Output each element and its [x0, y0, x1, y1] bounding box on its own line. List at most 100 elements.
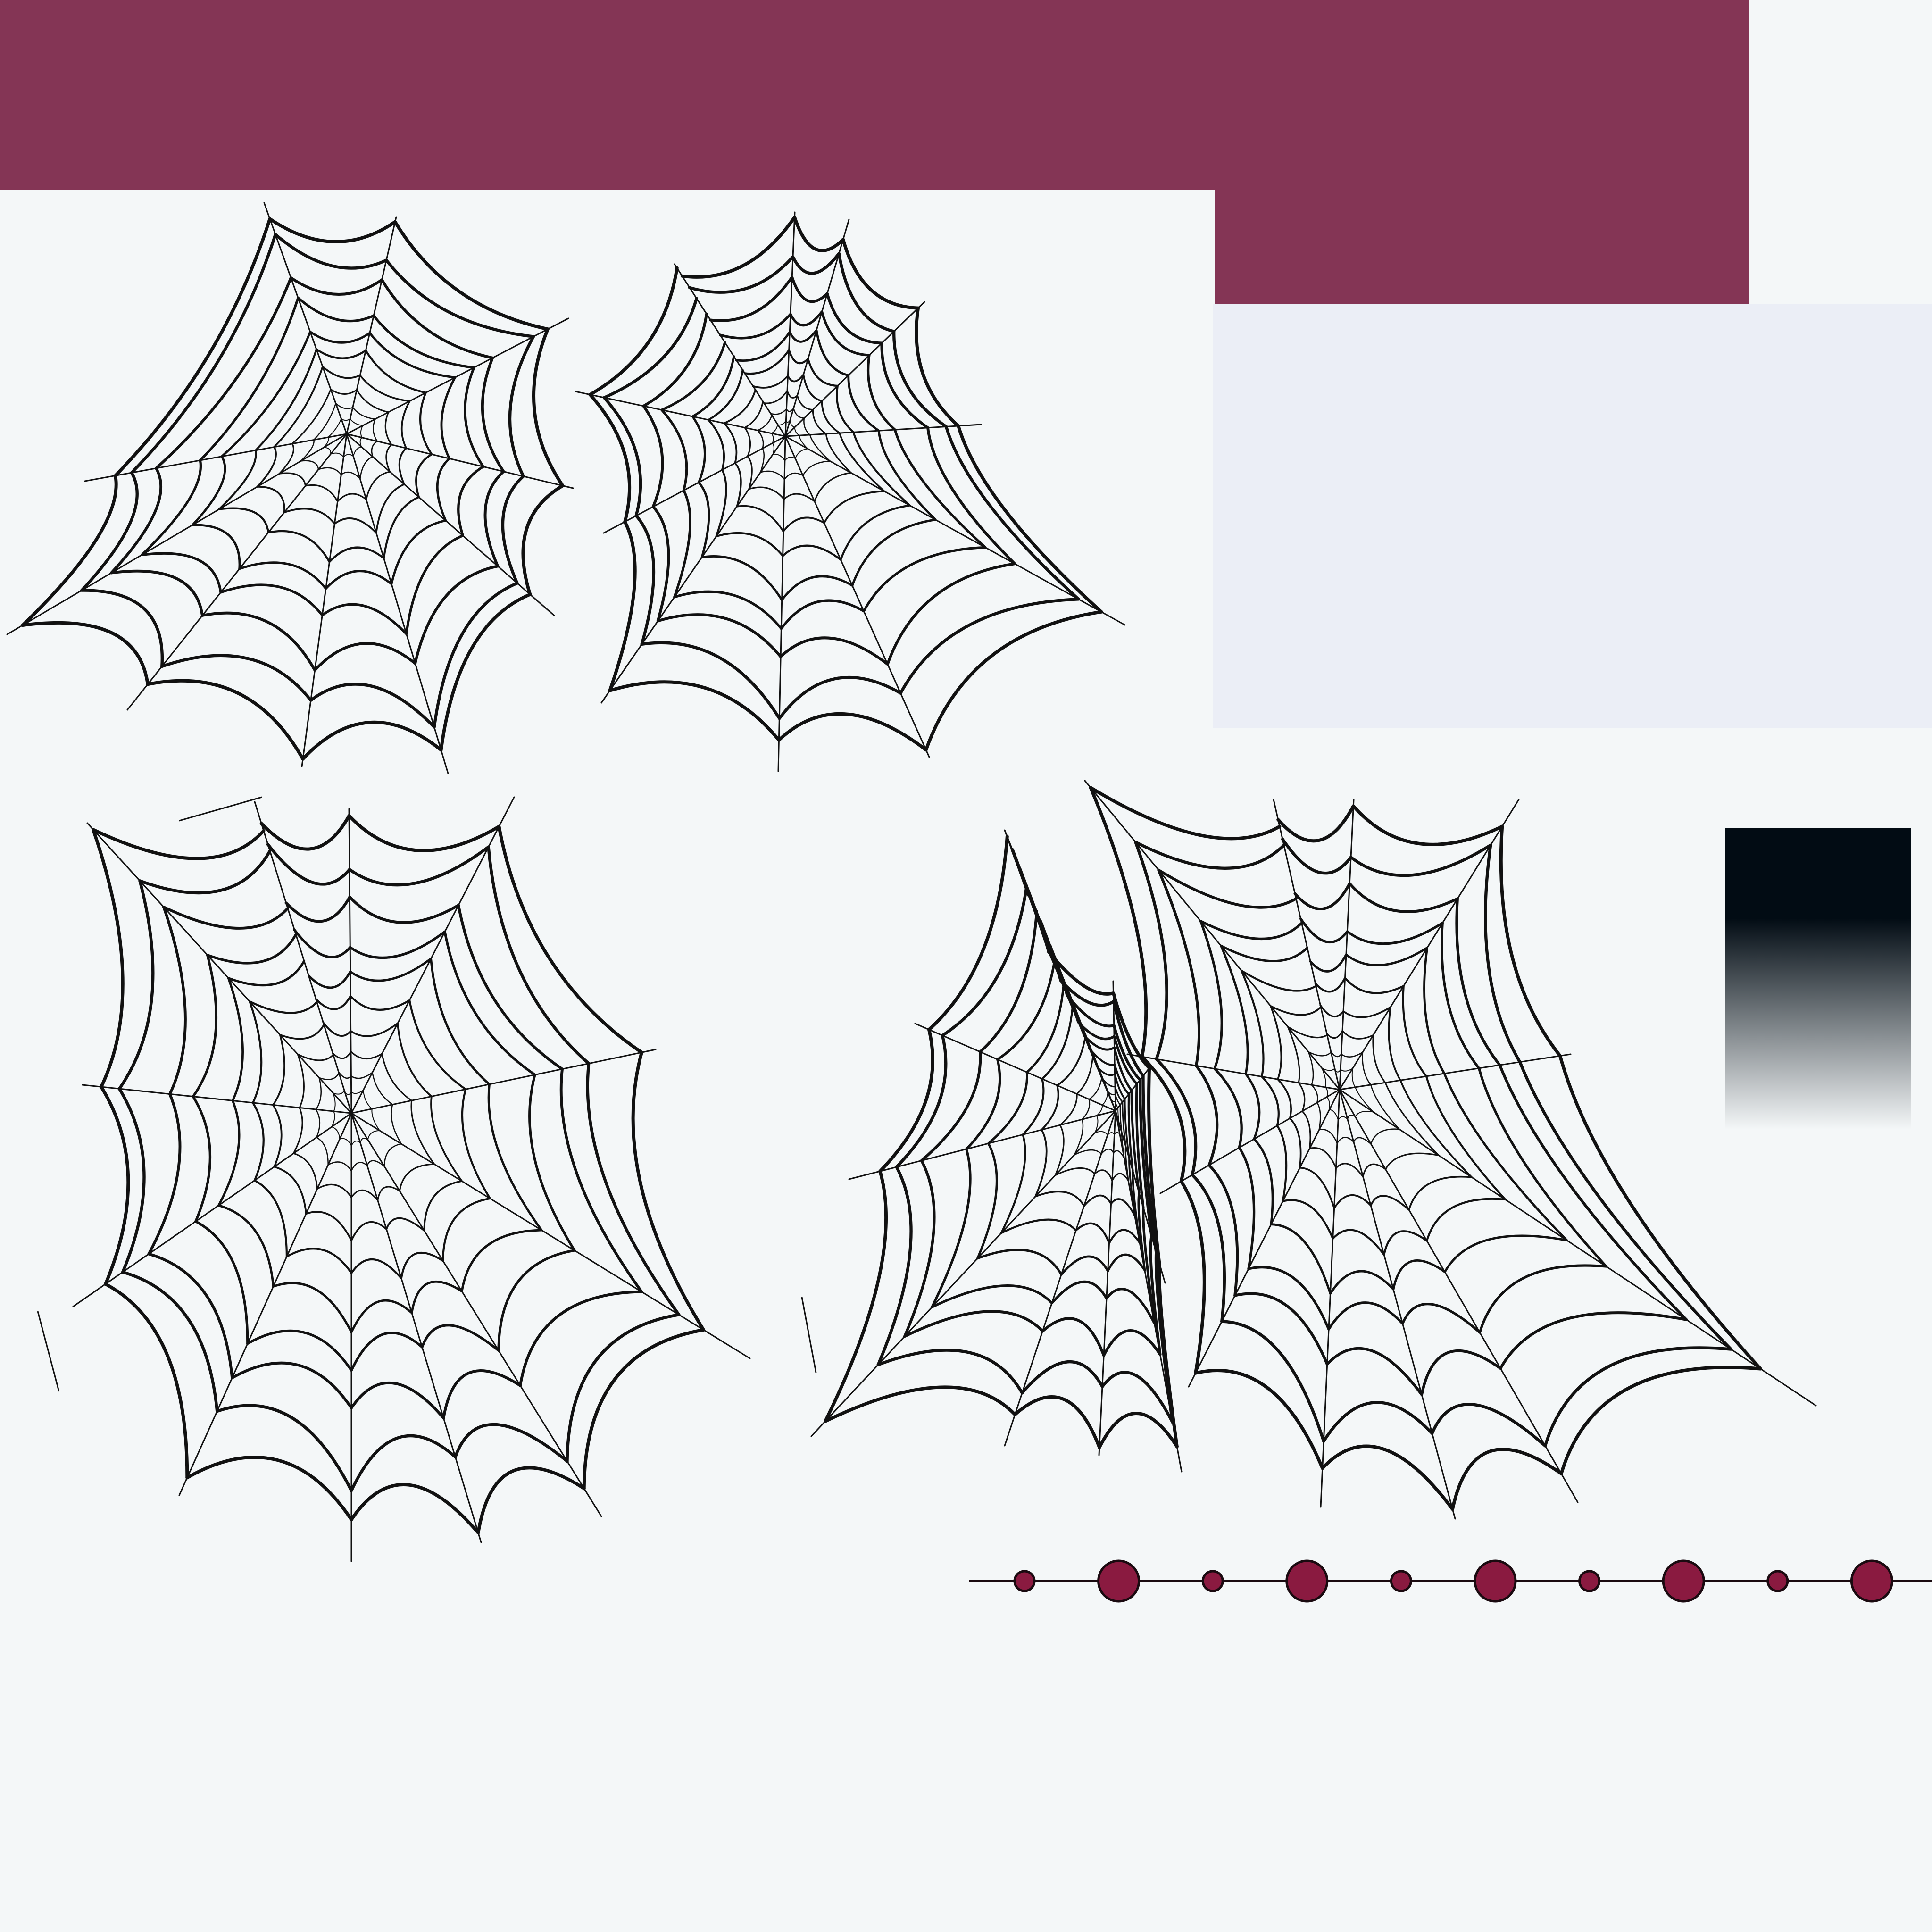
- web-5-spiral-segment: [1157, 868, 1200, 1067]
- web-1-spiral-segment: [415, 453, 433, 498]
- web-2-spiral-segment: [700, 555, 783, 601]
- web-3-spiral-segment: [350, 1090, 364, 1094]
- web-5-spiral-segment: [1499, 824, 1562, 1058]
- bead-small: [1578, 1570, 1601, 1592]
- web-2-spiral-segment: [772, 453, 785, 461]
- web-4-spiral-segment: [1059, 1093, 1078, 1126]
- web-3-spiral-segment: [372, 1072, 393, 1105]
- web-1-spiral-segment: [130, 233, 277, 475]
- web-5-spiral-segment: [1355, 1086, 1374, 1113]
- web-3-spiral-segment: [249, 1000, 318, 1014]
- web-2-spiral-segment: [608, 520, 637, 692]
- web-3-spiral-segment: [305, 1211, 352, 1241]
- web-2-spiral-segment: [789, 310, 824, 327]
- web-1-spiral-segment: [256, 446, 277, 488]
- web-2-spiral-segment: [642, 312, 708, 408]
- web-1-spiral-segment: [301, 720, 443, 761]
- web-1-spiral-segment: [359, 456, 374, 480]
- web-4-spiral-segment: [1047, 950, 1115, 996]
- web-4-spiral-segment: [1096, 1066, 1116, 1076]
- web-4-spiral-segment: [978, 910, 1038, 1053]
- web-3-spiral-segment: [322, 1021, 352, 1037]
- bead-large: [1662, 1559, 1705, 1603]
- web-5-radial-11: [1126, 1053, 1341, 1091]
- web-1-spiral-segment: [356, 389, 389, 413]
- web-3-spiral-segment: [350, 1381, 445, 1420]
- web-4-spiral-segment: [1025, 979, 1066, 1074]
- web-1-spiral-segment: [300, 439, 315, 462]
- web-2-spiral-segment: [735, 331, 791, 362]
- web-3-spiral-segment: [292, 1107, 303, 1154]
- web-4-spiral-segment: [1076, 1053, 1094, 1095]
- web-3-spiral-segment: [421, 1324, 500, 1352]
- web-1-radial-10: [84, 433, 348, 482]
- web-4-spiral-segment: [1041, 1001, 1074, 1080]
- web-2-spiral-segment: [707, 419, 725, 471]
- web-5-spiral-segment: [1298, 1082, 1306, 1112]
- web-4-spiral-segment: [1013, 1395, 1101, 1449]
- web-1-spiral-segment: [289, 276, 383, 296]
- web-5-spiral-segment: [1478, 1264, 1607, 1334]
- web-1-spiral-segment: [393, 220, 550, 331]
- web-3-spiral-segment: [454, 1423, 569, 1463]
- stray-thread-2: [37, 1311, 60, 1392]
- web-4-spiral-segment: [920, 1050, 982, 1162]
- web-4-spiral-segment: [1113, 1035, 1138, 1085]
- web-2-spiral-segment: [791, 275, 829, 303]
- web-1-radial-9: [6, 433, 348, 635]
- web-3-spiral-segment: [497, 1249, 576, 1352]
- web-1-radial-5: [346, 433, 555, 616]
- web-2-spiral-segment: [866, 354, 896, 431]
- web-4-spiral-segment: [1083, 1194, 1112, 1207]
- web-3-spiral-segment: [442, 1197, 491, 1262]
- web-4-spiral-segment: [824, 1385, 1017, 1423]
- web-3-spiral-segment: [333, 1092, 336, 1112]
- web-1-spiral-segment: [439, 592, 532, 752]
- web-5-spiral-segment: [1384, 1152, 1440, 1170]
- web-3-spiral-segment: [400, 1251, 444, 1280]
- web-5-spiral-segment: [1334, 1069, 1341, 1073]
- web-5-spiral-segment: [1089, 786, 1148, 1058]
- web-5-spiral-segment: [1332, 1229, 1385, 1256]
- web-5-spiral-segment: [1299, 1166, 1335, 1209]
- web-3-spiral-segment: [351, 1141, 361, 1147]
- web-1-spiral-segment: [278, 472, 307, 487]
- web-1-spiral-segment: [341, 471, 361, 480]
- web-4-spiral-segment: [1110, 1198, 1136, 1217]
- web-3-spiral-segment: [461, 1088, 491, 1199]
- web-2-spiral-segment: [602, 396, 642, 517]
- web-5-spiral-segment: [1558, 1054, 1762, 1371]
- web-3-spiral-segment: [315, 995, 352, 1010]
- web-4-spiral-segment: [903, 1159, 936, 1338]
- web-3-spiral-segment: [206, 933, 297, 965]
- web-2-spiral-segment: [893, 428, 987, 549]
- web-4-spiral-segment: [1100, 1149, 1114, 1155]
- web-3-spiral-segment: [631, 1050, 706, 1332]
- web-2-spiral-segment: [777, 712, 928, 752]
- web-4-spiral-segment: [1101, 1077, 1116, 1088]
- web-2-spiral-segment: [656, 613, 783, 658]
- web-2-spiral-segment: [807, 358, 839, 387]
- web-2-spiral-segment: [744, 400, 764, 429]
- web-3-spiral-segment: [559, 1067, 643, 1293]
- web-1-spiral-segment: [521, 484, 565, 596]
- web-2-radial-4: [784, 301, 925, 437]
- web-1-spiral-segment: [267, 530, 331, 563]
- web-5-spiral-segment: [1484, 843, 1522, 1064]
- web-1-spiral-segment: [256, 486, 285, 514]
- web-1-spiral-segment: [350, 418, 364, 426]
- web-5-spiral-segment: [1408, 1175, 1473, 1211]
- web-5-spiral-segment: [1498, 1064, 1688, 1321]
- web-4-spiral-segment: [976, 1142, 998, 1260]
- web-3-spiral-segment: [147, 1252, 234, 1380]
- web-4-radial-7: [1098, 1110, 1116, 1456]
- web-3-spiral-segment: [293, 928, 351, 958]
- web-5-radial-1: [1273, 799, 1341, 1091]
- web-4-spiral-segment: [1141, 1206, 1156, 1325]
- web-4-spiral-segment: [1158, 1261, 1179, 1449]
- web-2-spiral-segment: [944, 425, 1080, 601]
- web-2-spiral-segment: [840, 504, 911, 561]
- web-4-spiral-segment: [1117, 1107, 1120, 1124]
- web-2-spiral-segment: [691, 415, 706, 484]
- web-5-spiral-segment: [1194, 1369, 1324, 1470]
